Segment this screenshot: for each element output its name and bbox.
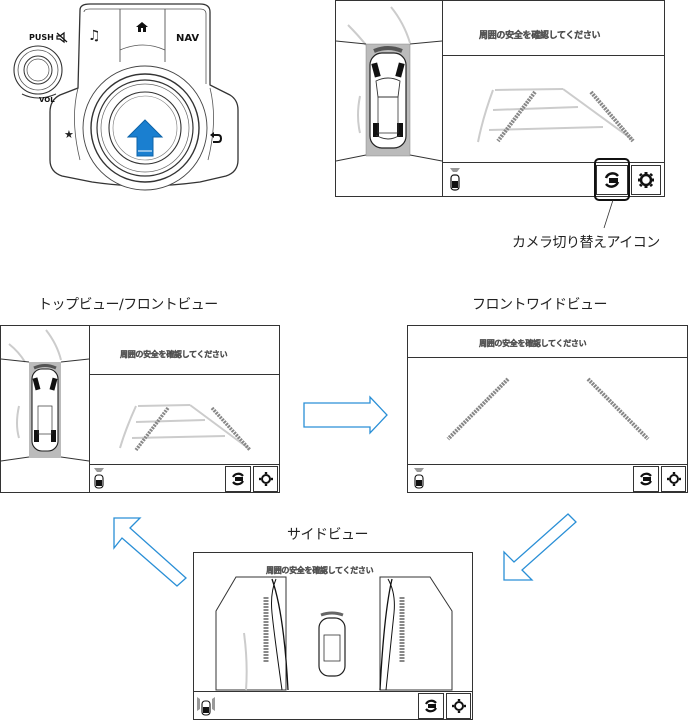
controller-body	[13, 3, 239, 191]
top-front-view-screen[interactable]: 周囲の安全を確認してください	[0, 325, 280, 493]
gear-icon	[451, 699, 466, 713]
top-view-graphic	[0, 329, 90, 462]
camera-position-icon	[414, 468, 424, 489]
camera-switch-button[interactable]	[225, 466, 251, 492]
back-arrow-icon	[210, 132, 223, 143]
settings-button[interactable]	[253, 466, 278, 492]
safety-message: 周囲の安全を確認してください	[479, 31, 601, 41]
camera-switch-callout-label: カメラ切り替えアイコン	[512, 235, 660, 251]
bottom-bar	[408, 464, 687, 493]
flow-arrow-right	[303, 395, 388, 435]
mute-icon	[56, 31, 68, 44]
callout-leader-line	[603, 199, 614, 229]
gear-icon	[666, 472, 681, 486]
camera-position-icon	[450, 168, 460, 191]
camera-switch-icon	[232, 472, 244, 486]
settings-button[interactable]	[631, 165, 661, 195]
camera-position-icon	[94, 468, 104, 489]
bottom-bar	[443, 162, 664, 197]
camera-switch-button[interactable]	[596, 165, 628, 195]
top-view-panel	[335, 1, 443, 196]
top-view-panel	[0, 326, 90, 492]
main-camera-screen: 周囲の安全を確認してください	[335, 0, 665, 197]
safety-message: 周囲の安全を確認してください	[266, 566, 374, 575]
camera-switch-icon	[425, 699, 437, 713]
flow-arrow-up-left	[113, 517, 187, 587]
gear-icon	[258, 472, 273, 486]
bottom-bar	[90, 464, 279, 493]
side-view-title: サイドビュー	[287, 527, 369, 543]
camera-position-icon	[197, 697, 215, 716]
up-arrow-icon	[126, 119, 164, 157]
music-note-icon: ♫	[88, 28, 101, 44]
back-button[interactable]	[210, 128, 223, 147]
settings-button[interactable]	[446, 693, 471, 719]
front-wide-view-title: フロントワイドビュー	[472, 297, 608, 313]
music-button[interactable]: ♫	[88, 28, 101, 44]
top-view-graphic	[335, 6, 443, 162]
rear-guide-lines	[477, 88, 635, 143]
flow-arrow-down-left	[503, 513, 577, 581]
side-view-screen[interactable]: 周囲の安全を確認してください	[193, 552, 473, 720]
message-area: 周囲の安全を確認してください	[443, 1, 664, 56]
star-icon: ★	[64, 128, 74, 141]
home-icon	[136, 22, 148, 32]
side-view-graphic	[215, 576, 453, 691]
vol-label: VOL	[39, 96, 55, 104]
front-wide-view-screen[interactable]: 周囲の安全を確認してください	[407, 325, 688, 493]
message-area: 周囲の安全を確認してください	[90, 326, 279, 375]
settings-button[interactable]	[661, 466, 686, 492]
gear-icon	[638, 172, 654, 188]
commander-controller: PUSH VOL ♫ NAV ★	[0, 0, 250, 200]
camera-switch-icon	[604, 172, 620, 188]
home-button[interactable]	[135, 18, 149, 37]
message-area: 周囲の安全を確認してください	[408, 326, 687, 358]
camera-switch-button[interactable]	[633, 466, 659, 492]
camera-switch-highlight	[594, 158, 630, 201]
favorite-button[interactable]: ★	[64, 128, 74, 141]
rear-guide-lines	[119, 404, 252, 452]
safety-message: 周囲の安全を確認してください	[479, 339, 587, 348]
safety-message: 周囲の安全を確認してください	[120, 350, 228, 359]
push-label: PUSH	[29, 33, 54, 42]
bottom-bar	[194, 691, 472, 720]
top-front-view-title: トップビュー/フロントビュー	[38, 297, 218, 313]
camera-switch-icon	[640, 472, 652, 486]
nav-button[interactable]: NAV	[176, 33, 200, 44]
front-guide-lines	[446, 377, 650, 441]
camera-switch-button[interactable]	[418, 693, 444, 719]
